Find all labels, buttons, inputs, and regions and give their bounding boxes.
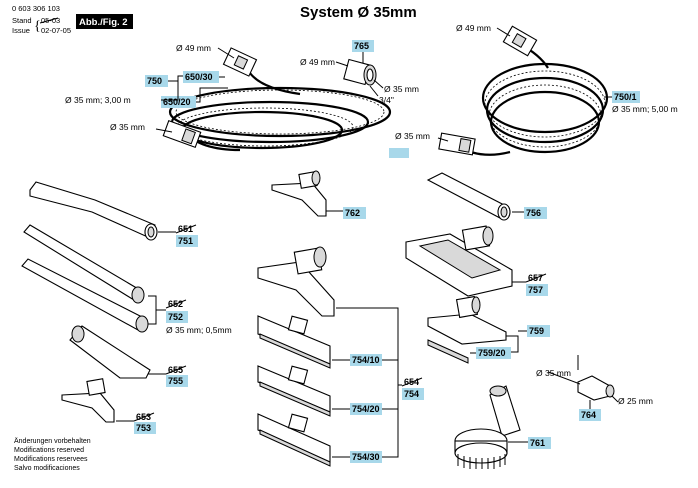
part-759-20: 759/20 xyxy=(478,348,506,358)
crevice-755-drawing xyxy=(69,325,151,379)
part-759-20-bg xyxy=(476,347,511,359)
issue-date: 02-07-05 xyxy=(41,26,71,35)
dim-d35-300: Ø 35 mm; 3,00 m xyxy=(65,95,131,105)
nozzle-759-drawing xyxy=(427,295,507,364)
adapter-765-drawing xyxy=(343,58,377,86)
doc-number: 0 603 306 103 xyxy=(12,4,60,13)
part-762: 762 xyxy=(345,208,360,218)
note-de: Änderungen vorbehalten xyxy=(14,438,91,445)
part-757: 757 xyxy=(528,285,543,295)
dim-d35-adapter: Ø 35 mm xyxy=(384,84,419,94)
part-750: 750 xyxy=(147,76,162,86)
part-757-bg xyxy=(526,284,548,296)
note-en: Modifications reserved xyxy=(14,447,85,454)
dim-d49-right: Ø 49 mm xyxy=(456,23,491,33)
dim-d35-small: Ø 35 mm xyxy=(536,368,571,378)
part-754-bg xyxy=(402,388,424,400)
brush-761-drawing xyxy=(454,385,521,469)
part-756: 756 xyxy=(526,208,541,218)
part-754-30: 754/30 xyxy=(352,452,380,462)
part-759-bg xyxy=(527,325,550,337)
dim-thread: 3/4" xyxy=(379,95,394,105)
dim-d35-right: Ø 35 mm xyxy=(395,131,430,141)
hose-right-drawing xyxy=(438,25,609,156)
part-756-bg xyxy=(524,207,547,219)
part-765-bg xyxy=(352,40,374,52)
nozzle-762-drawing xyxy=(271,170,327,217)
dim-d35-tube: Ø 35 mm; 0,5mm xyxy=(166,325,232,335)
blank-part-box xyxy=(389,148,409,158)
part-650-20: 650/20 xyxy=(163,97,191,107)
part-754-10-bg xyxy=(350,354,382,366)
part-755-bg xyxy=(166,375,188,387)
floor-nozzle-757-drawing xyxy=(405,225,513,297)
part-752: 752 xyxy=(168,312,183,322)
squeegee-754-30-drawing xyxy=(257,413,331,467)
dim-d49-left: Ø 49 mm xyxy=(176,43,211,53)
dim-d49-adapter: Ø 49 mm xyxy=(300,57,335,67)
part-750-1: 750/1 xyxy=(614,92,637,102)
footer-notes: Änderungen vorbehalten Modifications res… xyxy=(14,437,91,473)
hose-left-drawing xyxy=(162,47,392,152)
part-761: 761 xyxy=(530,438,545,448)
nozzle-753-drawing xyxy=(61,378,115,423)
reducer-764-drawing xyxy=(577,375,615,401)
figure-badge-bg xyxy=(76,14,133,29)
issue-label: Issue xyxy=(12,26,30,35)
part-761-bg xyxy=(528,437,551,449)
brace-glyph: { xyxy=(34,19,41,34)
squeegee-754-20-drawing xyxy=(257,365,331,417)
tubes-752-drawing xyxy=(21,224,149,333)
crevice-756-drawing xyxy=(426,172,511,221)
dim-d35-500: Ø 35 mm; 5,00 m xyxy=(612,104,678,114)
dim-d35-left: Ø 35 mm xyxy=(110,122,145,132)
part-759: 759 xyxy=(529,326,544,336)
part-650-30: 650/30 xyxy=(185,72,213,82)
part-762-bg xyxy=(343,207,366,219)
figure-badge: Abb./Fig. 2 xyxy=(79,17,128,28)
part-754: 754 xyxy=(404,389,419,399)
part-750-bg xyxy=(145,75,168,87)
part-751: 751 xyxy=(178,236,193,246)
part-753-bg xyxy=(134,422,156,434)
part-750-1-bg xyxy=(612,91,640,103)
part-764: 764 xyxy=(581,410,596,420)
part-752-bg xyxy=(166,311,188,323)
part-753: 753 xyxy=(136,423,151,433)
elbow-751-drawing xyxy=(29,181,158,241)
floor-nozzle-754-drawing xyxy=(257,246,335,317)
part-650-30-bg xyxy=(183,71,219,83)
part-650-20-bg xyxy=(161,96,196,108)
stand-label: Stand xyxy=(12,16,32,25)
squeegee-754-10-drawing xyxy=(257,315,331,369)
part-754-20: 754/20 xyxy=(352,404,380,414)
part-754-30-bg xyxy=(350,451,382,463)
part-751-bg xyxy=(176,235,198,247)
part-754-10: 754/10 xyxy=(352,355,380,365)
part-755: 755 xyxy=(168,376,183,386)
part-754-20-bg xyxy=(350,403,382,415)
note-es: Salvo modificaciones xyxy=(14,465,80,472)
dim-d25-small: Ø 25 mm xyxy=(618,396,653,406)
part-765: 765 xyxy=(354,41,369,51)
part-764-bg xyxy=(579,409,601,421)
page-title: System Ø 35mm xyxy=(300,4,417,21)
note-fr: Modifications reservees xyxy=(14,456,88,463)
